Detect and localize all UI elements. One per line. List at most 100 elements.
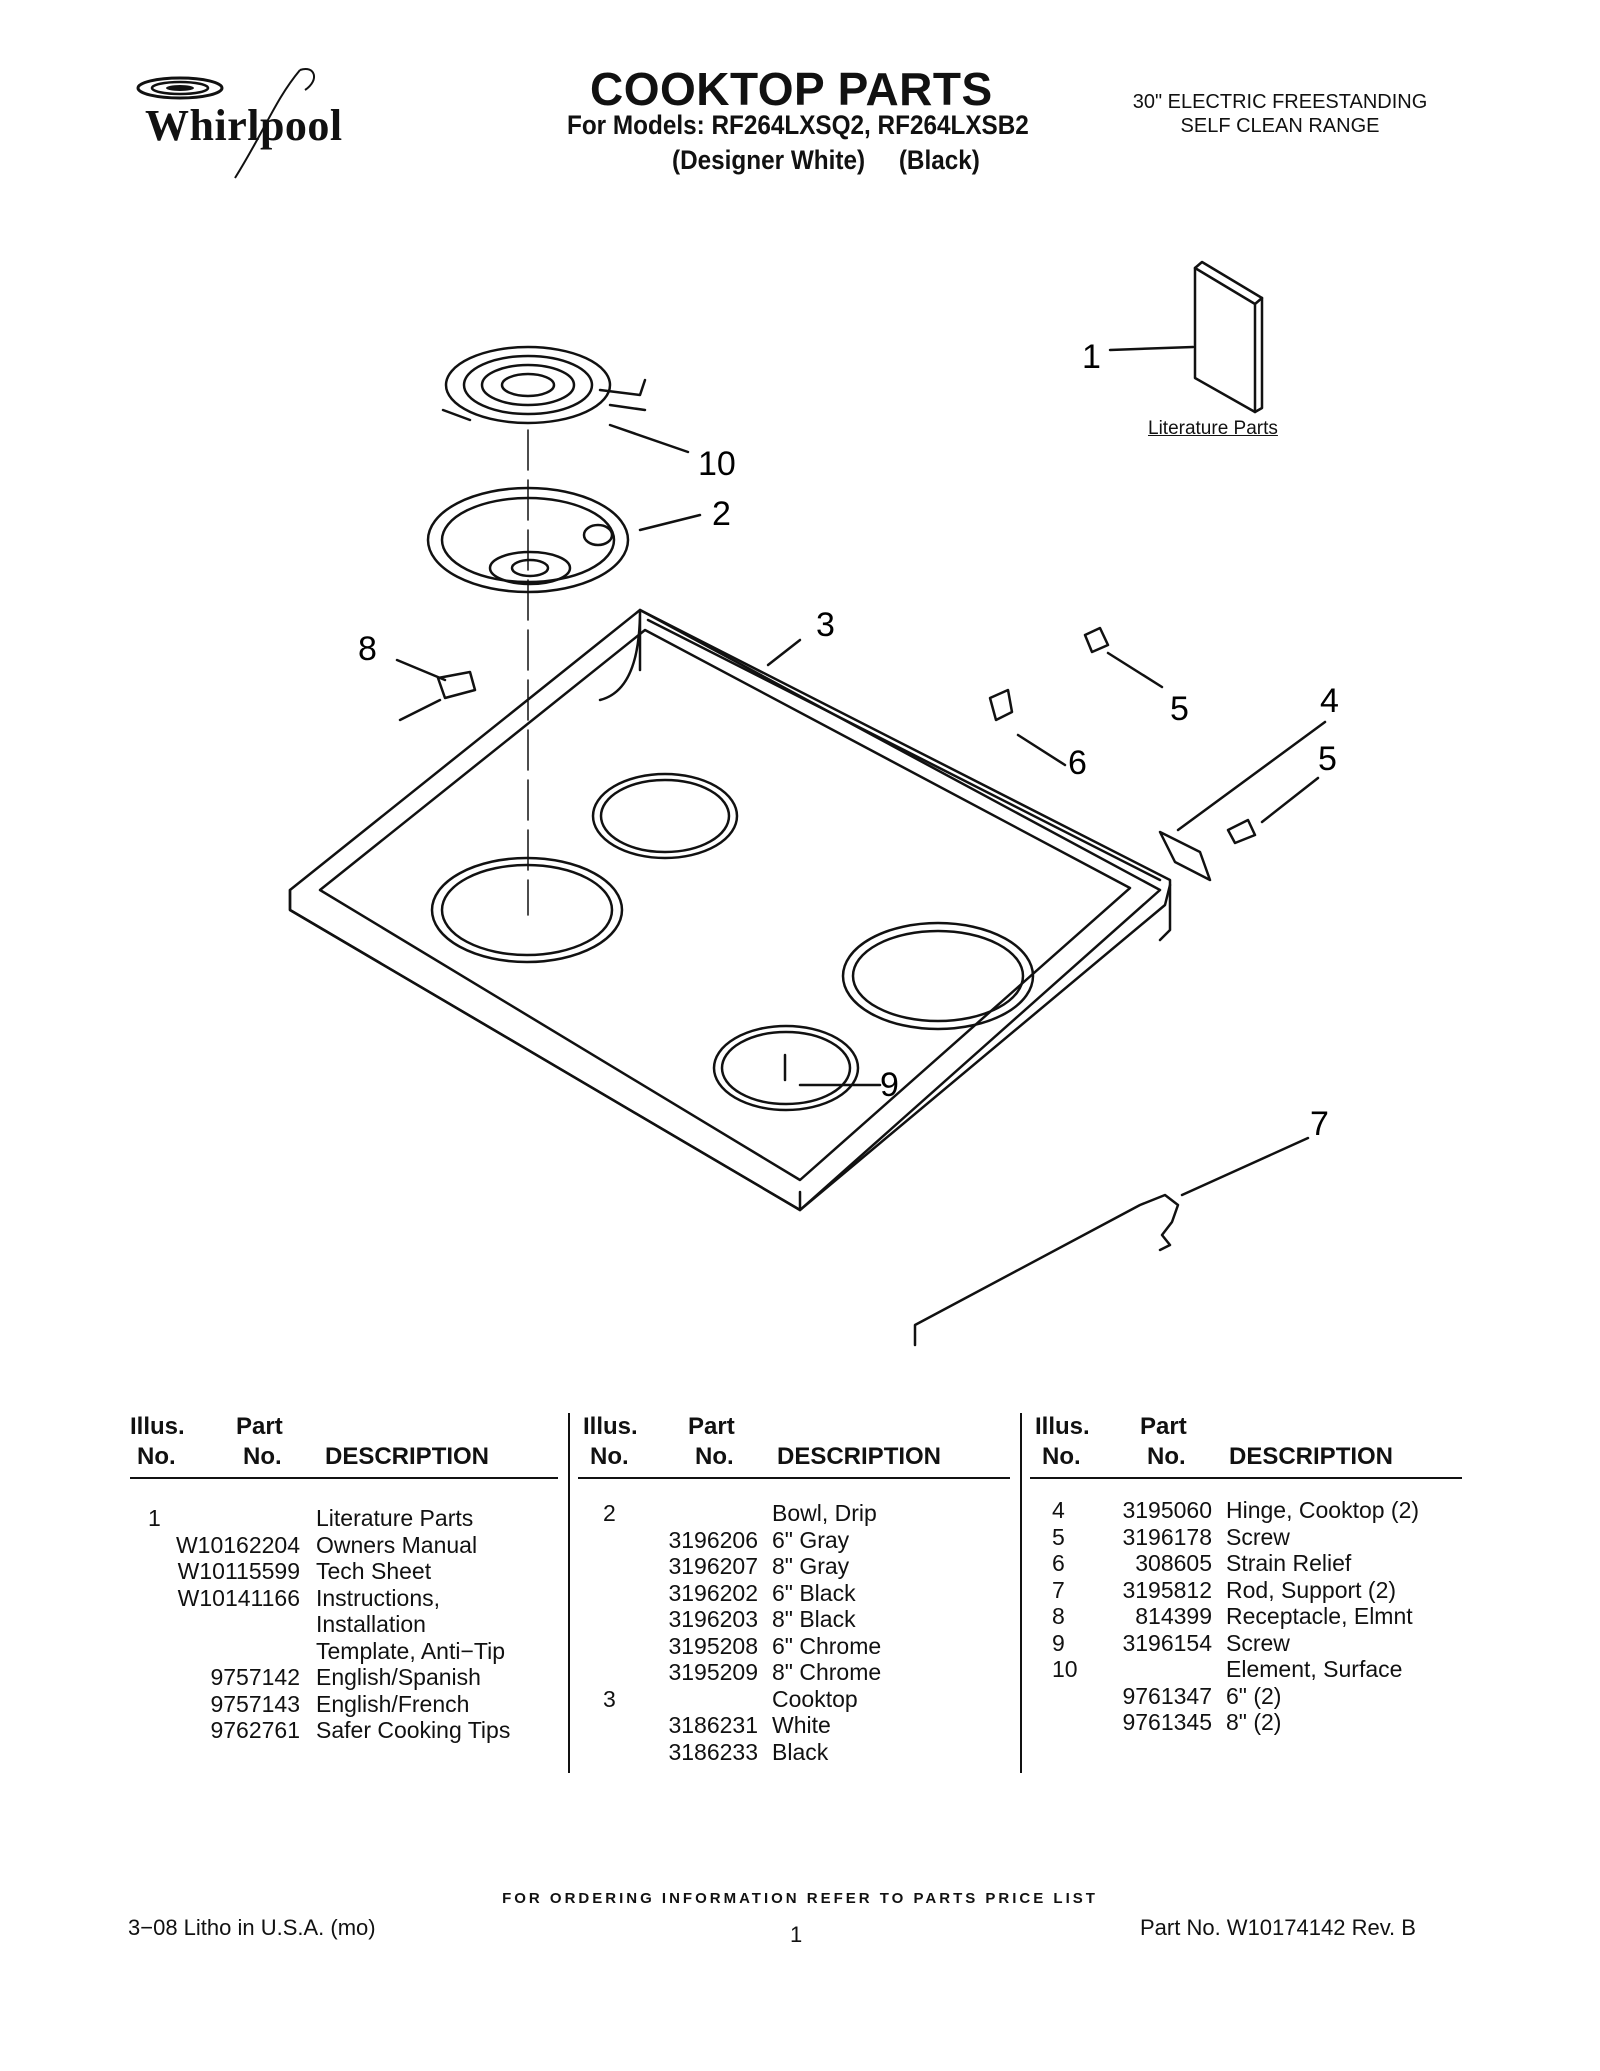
col3-header-illus: Illus. [1035,1413,1090,1440]
illus-number: 7 [1052,1576,1065,1603]
callout-9: 9 [880,1066,899,1104]
illus-number: 9 [1052,1629,1065,1656]
part-description: Installation [316,1611,426,1637]
range-line-2: SELF CLEAN RANGE [1180,115,1380,137]
col3-divider [1030,1477,1462,1479]
part-description: Safer Cooking Tips [316,1717,511,1743]
col1-header-description: DESCRIPTION [325,1443,490,1470]
part-number: W10162204 [175,1531,300,1558]
callout-7: 7 [1310,1105,1329,1143]
part-description: Strain Relief [1226,1550,1352,1576]
page-title: COOKTOP PARTS [590,63,993,115]
illus-number: 10 [1052,1656,1078,1682]
part-description: Receptacle, Elmnt [1226,1603,1413,1629]
col1-header-part-no: No. [243,1443,282,1470]
part-description: Black [772,1738,829,1765]
part-description: Owners Manual [316,1531,478,1558]
col1-divider [130,1477,558,1479]
col3-header-illus-no: No. [1042,1443,1081,1470]
col3-header-part-no: No. [1147,1443,1186,1470]
part-number: 308605 [1135,1550,1212,1576]
variant-black: (Black) [898,145,980,175]
variants-line: (Designer White) (Black) [672,145,980,176]
col3-header-part: Part [1140,1413,1187,1440]
part-description: English/French [316,1690,470,1717]
part-description: 6" (2) [1226,1682,1282,1709]
surface-element-part [441,345,647,425]
col1-header-illus-no: No. [137,1443,176,1470]
part-description: Bowl, Drip [772,1500,877,1526]
part-description: 6" Chrome [772,1632,882,1659]
document-part-number: Part No. W10174142 Rev. B [1140,1915,1416,1940]
callout-6: 6 [1068,744,1087,782]
part-description: White [772,1712,831,1738]
callout-10: 10 [698,445,736,483]
callout-8: 8 [358,630,377,668]
col2-header-part-no: No. [695,1443,734,1470]
callout-2: 2 [712,495,731,533]
part-description: Screw [1226,1523,1290,1550]
part-description: Cooktop [772,1685,858,1712]
part-description: 8" (2) [1226,1709,1282,1735]
part-number: 9761347 [1122,1682,1212,1709]
illus-number: 5 [1052,1523,1065,1550]
part-number: 3196178 [1122,1523,1212,1550]
part-number: W10141166 [177,1584,300,1611]
part-number: W10115599 [177,1558,300,1584]
brand-logo-text: Whirlpool [145,101,343,150]
col2-header-illus: Illus. [583,1413,638,1440]
part-description: Element, Surface [1226,1656,1403,1682]
table-separator-1 [568,1413,570,1773]
litho-note: 3−08 Litho in U.S.A. (mo) [128,1915,376,1940]
part-number: 9761345 [1122,1709,1212,1735]
col2-divider [578,1477,1010,1479]
callout-1: 1 [1082,338,1101,376]
part-number: 814399 [1135,1603,1212,1629]
part-description: Literature Parts [316,1505,474,1531]
part-description: Instructions, [316,1584,440,1611]
part-description: Rod, Support (2) [1226,1576,1397,1603]
part-number: 9757143 [210,1690,300,1717]
part-description: 6" Gray [772,1526,850,1553]
cooktop-part [288,608,1172,1212]
part-number: 3195208 [668,1632,758,1659]
part-number: 3186233 [668,1738,758,1765]
range-line-1: 30" ELECTRIC FREESTANDING [1132,91,1428,113]
part-description: Hinge, Cooktop (2) [1226,1497,1420,1523]
callout-3: 3 [816,606,835,644]
col1-header-illus: Illus. [130,1413,185,1440]
part-number: 3195812 [1122,1576,1212,1603]
illus-number: 2 [603,1500,616,1526]
part-number: 3196206 [668,1526,758,1553]
literature-parts-label: Literature Parts [1148,418,1278,439]
part-description: Screw [1226,1629,1290,1656]
part-description: Tech Sheet [316,1558,432,1584]
col2-header-description: DESCRIPTION [777,1443,942,1470]
models-line: For Models: RF264LXSQ2, RF264LXSB2 [567,110,1029,140]
part-description: 8" Chrome [772,1659,882,1685]
part-description: 6" Black [772,1579,856,1606]
part-number: 9757142 [210,1664,300,1690]
illus-number: 6 [1052,1550,1065,1576]
part-number: 3196202 [668,1579,758,1606]
part-description: 8" Black [772,1606,856,1632]
callout-4: 4 [1320,682,1339,720]
part-number: 3196203 [668,1606,758,1632]
variant-white: (Designer White) [672,145,866,175]
part-description: Template, Anti−Tip [316,1637,505,1664]
part-number: 9762761 [210,1717,300,1743]
part-number: 3195209 [668,1659,758,1685]
table-separator-2 [1020,1413,1022,1773]
callout-numbers: 1 10 2 3 8 5 4 6 5 9 7 [358,338,1339,1143]
exploded-parts-diagram: 1 10 2 3 8 5 4 6 5 9 7 [288,260,1339,1347]
callout-5a: 5 [1170,690,1189,728]
literature-part [1193,260,1264,414]
ordering-note: FOR ORDERING INFORMATION REFER TO PARTS … [502,1890,1098,1907]
col1-header-part: Part [236,1413,283,1440]
col2-header-part: Part [688,1413,735,1440]
callout-5b: 5 [1318,740,1337,778]
illus-number: 1 [148,1505,161,1531]
part-number: 3196207 [668,1553,758,1579]
col2-header-illus-no: No. [590,1443,629,1470]
part-number: 3186231 [668,1712,758,1738]
